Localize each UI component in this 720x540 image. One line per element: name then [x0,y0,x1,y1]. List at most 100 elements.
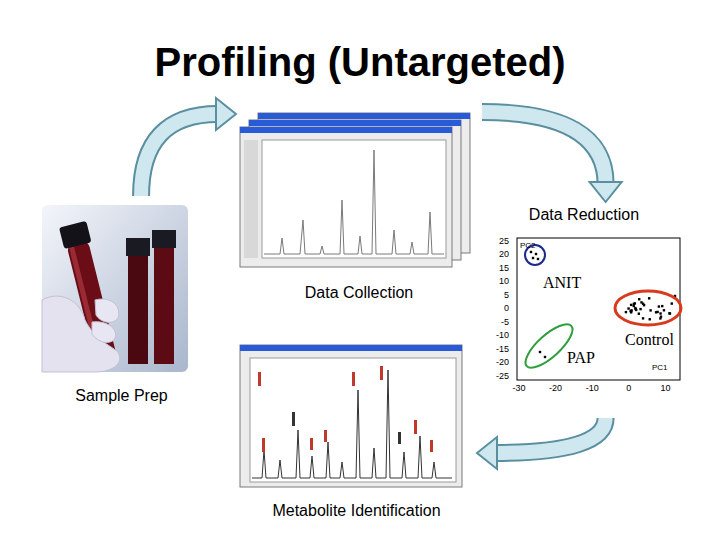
score-point [671,302,673,304]
sample-photo-part [128,252,148,364]
score-point [625,311,627,313]
sample-photo-part [152,230,176,248]
sample-photo-part [92,322,116,343]
score-point [634,302,636,304]
score-point [639,308,641,310]
data-windows-part [264,150,444,254]
score-point [663,309,665,311]
axis-tick-label: 25 [499,237,509,246]
identification-window-part [324,430,327,442]
identification-window-part [240,345,462,351]
identification-window-part [310,438,313,450]
score-point [633,305,635,307]
arrow-head [590,182,622,202]
axis-tick-label: -20 [496,358,509,367]
step-label: Sample Prep [40,387,203,405]
score-point [648,297,650,299]
axis-title: PC1 [652,364,668,372]
axis-tick-label: -5 [501,318,509,327]
score-point [629,310,631,312]
score-point [630,309,632,311]
identification-window-part [380,366,383,380]
sample-photo-part [42,205,188,372]
score-point [530,251,532,253]
sample-photo-part-part [59,221,91,249]
step-label: Metabolite Identification [240,502,473,520]
score-point [642,317,644,319]
axis-tick-label: 15 [499,264,509,273]
score-point [634,308,636,310]
identification-window-part [262,438,265,452]
data-windows-part [249,120,461,260]
identification-window [240,345,462,487]
score-point [638,312,640,314]
process-step: Sample Prep [40,200,203,405]
axis-tick-label: -20 [549,384,562,393]
identification-window-part [240,345,462,487]
score-point [658,305,660,307]
sample-photo-part [126,238,150,256]
axis-tick-label: 0 [626,384,631,393]
sample-photo-part [42,296,120,372]
axis-tick-label: 0 [504,304,509,313]
score-point [649,309,651,311]
sample-photo-part [154,244,174,364]
data-windows-part [262,140,446,258]
identification-window-part [398,432,401,444]
axis-title: PC2 [520,242,536,250]
pca-plot-part [517,238,680,380]
identification-window-part [292,412,295,426]
score-point [630,310,632,312]
score-point [630,304,632,306]
arrow-body [495,418,606,453]
score-point [668,312,670,314]
curved-arrow [141,98,236,196]
score-point [544,356,546,358]
arrow-head [216,98,236,130]
score-point [635,309,637,311]
axis-tick-label: -30 [512,384,525,393]
axis-tick-label: 10 [499,277,509,286]
data-windows-part [244,140,258,258]
score-point [660,315,662,317]
score-point [649,318,651,320]
group-label: ANIT [543,275,581,291]
sample-photo [42,205,188,372]
score-point [640,301,642,303]
score-point [669,312,671,314]
arrow-body [482,112,606,184]
arrow-body [141,114,218,196]
data-windows-part [240,127,452,133]
curved-arrow [477,418,606,469]
identification-window-part [430,440,433,452]
diagram-title: Profiling (Untargeted) [0,40,720,85]
curved-arrow [482,112,622,202]
axis-tick-label: 5 [504,291,509,300]
process-step: Metabolite Identification [240,343,473,520]
score-point [539,351,541,353]
score-point [655,311,657,313]
identification-window-part [258,372,261,386]
axis-tick-label: -25 [496,372,509,381]
axis-tick-label: -10 [586,384,599,393]
axis-tick-label: -15 [496,345,509,354]
sample-photo-part [95,299,119,322]
arrow-body [495,418,606,453]
data-windows-part-part [249,120,461,260]
step-label: Data Collection [240,284,478,302]
score-points [530,251,676,358]
axis-tick-label: -10 [496,331,509,340]
group-label: Control [625,332,674,348]
data-windows-part-part [258,113,470,119]
score-point [661,305,663,307]
identification-window-part [414,420,417,434]
process-step: Data Collection [240,108,478,302]
data-windows-part [240,127,452,267]
group-label: PAP [567,350,595,366]
arrow-body [482,112,606,184]
score-point [535,253,537,255]
score-point [659,312,661,314]
pca-plot-part [615,291,681,325]
axis-tick-label: 20 [499,250,509,259]
identification-window-part [250,358,456,482]
